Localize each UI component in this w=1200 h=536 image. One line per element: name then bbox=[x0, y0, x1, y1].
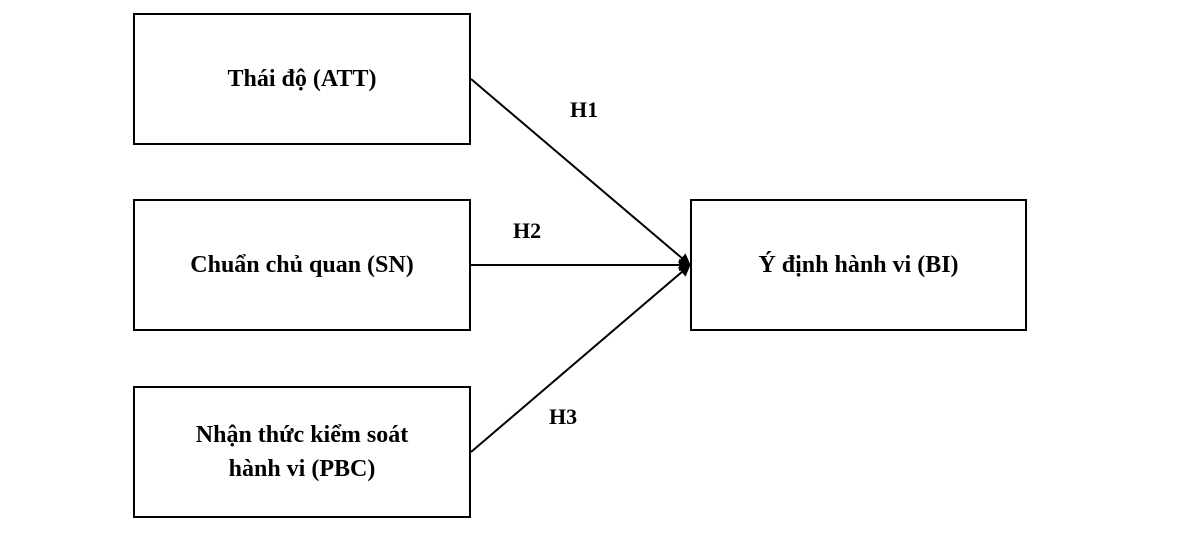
edge-label-h3: H3 bbox=[549, 404, 578, 429]
arrow-h3 bbox=[470, 264, 691, 453]
node-behavioral-intention: Ý định hành vi (BI) bbox=[690, 199, 1027, 331]
arrow-h1 bbox=[470, 78, 691, 266]
node-subjective-norm-label: Chuẩn chủ quan (SN) bbox=[190, 252, 414, 278]
node-perceived-behavioral-control: Nhận thức kiểm soát hành vi (PBC) bbox=[133, 386, 471, 518]
edge-label-h1: H1 bbox=[570, 97, 599, 122]
node-attitude-label: Thái độ (ATT) bbox=[227, 66, 377, 92]
node-behavioral-intention-label: Ý định hành vi (BI) bbox=[758, 252, 959, 278]
node-attitude: Thái độ (ATT) bbox=[133, 13, 471, 145]
node-pbc-label-line2: hành vi (PBC) bbox=[228, 456, 376, 482]
node-pbc-label-line1: Nhận thức kiểm soát bbox=[195, 422, 409, 448]
edge-label-h2: H2 bbox=[513, 218, 542, 243]
node-subjective-norm: Chuẩn chủ quan (SN) bbox=[133, 199, 471, 331]
